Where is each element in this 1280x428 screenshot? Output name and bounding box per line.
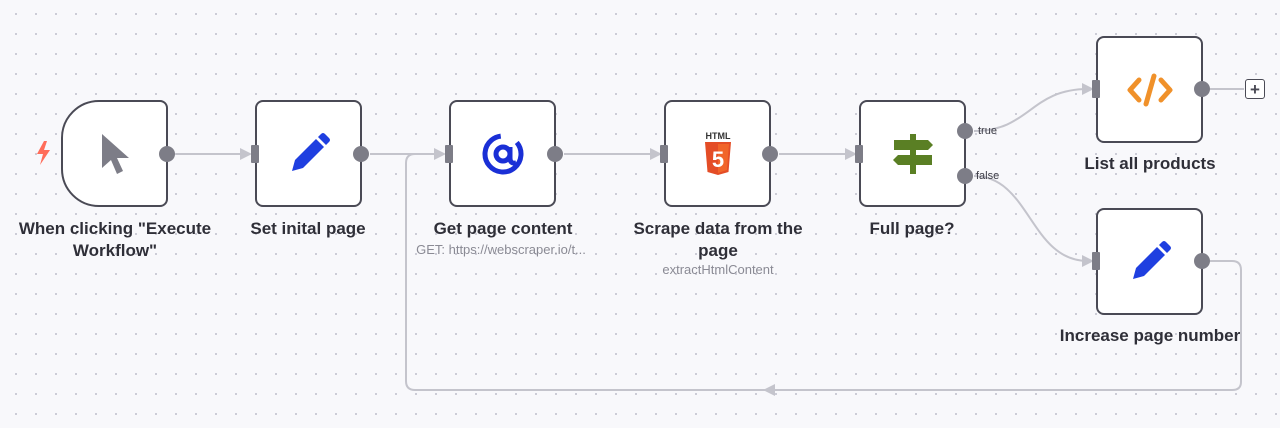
output-handle[interactable] (353, 146, 369, 162)
signpost-icon (861, 102, 964, 205)
node-label-trigger: When clicking "Execute Workflow" (18, 219, 212, 260)
arrow-head (650, 148, 662, 160)
input-handle[interactable] (251, 145, 259, 163)
node-label-set-initial-page: Set inital page (250, 219, 366, 238)
node-label-list-all-products: List all products (1084, 154, 1216, 173)
arrow-head (434, 148, 446, 160)
output-handle[interactable] (547, 146, 563, 162)
cursor-icon (63, 102, 166, 205)
pencil-icon (1098, 210, 1201, 313)
node-set-initial-page[interactable] (255, 100, 362, 207)
input-handle[interactable] (445, 145, 453, 163)
connection-true-to-list-products[interactable] (973, 88, 1089, 132)
node-full-page-if[interactable] (859, 100, 966, 207)
node-scrape-data[interactable]: HTML 5 (664, 100, 771, 207)
node-increase-page-number[interactable] (1096, 208, 1203, 315)
node-list-all-products[interactable] (1096, 36, 1203, 143)
node-label-increase-page-number: Increase page number (1059, 326, 1241, 345)
output-handle[interactable] (1194, 81, 1210, 97)
node-label-full-page: Full page? (869, 219, 955, 238)
node-subtitle-get-page-content: GET: https://webscraper.io/t... (416, 242, 586, 257)
html5-icon-glyph: 5 (711, 147, 723, 172)
at-sign-icon (451, 102, 554, 205)
lightning-bolt-icon (37, 141, 50, 165)
node-manual-trigger[interactable] (61, 100, 168, 207)
html5-icon-text: HTML (705, 131, 730, 141)
input-handle[interactable] (1092, 80, 1100, 98)
node-label-scrape-data: Scrape data from the page (633, 219, 803, 260)
code-icon (1098, 38, 1201, 141)
arrow-head (763, 384, 775, 396)
add-node-button[interactable]: + (1245, 79, 1265, 99)
node-get-page-content[interactable] (449, 100, 556, 207)
output-handle-true[interactable] (957, 123, 973, 139)
output-handle[interactable] (1194, 253, 1210, 269)
branch-label-false: false (976, 170, 1000, 182)
connection-loop-back[interactable] (405, 153, 1242, 391)
arrow-head (1082, 255, 1094, 267)
arrow-head (845, 148, 857, 160)
input-handle[interactable] (660, 145, 668, 163)
node-subtitle-scrape-data: extractHtmlContent (662, 262, 774, 277)
branch-label-true: true (978, 125, 997, 137)
arrow-head (240, 148, 252, 160)
input-handle[interactable] (1092, 252, 1100, 270)
output-handle[interactable] (762, 146, 778, 162)
output-handle[interactable] (159, 146, 175, 162)
node-label-get-page-content: Get page content (433, 219, 573, 238)
html5-icon: HTML 5 (666, 102, 769, 205)
output-handle-false[interactable] (957, 168, 973, 184)
connection-false-to-increase-page[interactable] (973, 175, 1089, 262)
input-handle[interactable] (855, 145, 863, 163)
pencil-icon (257, 102, 360, 205)
arrow-head (1082, 83, 1094, 95)
